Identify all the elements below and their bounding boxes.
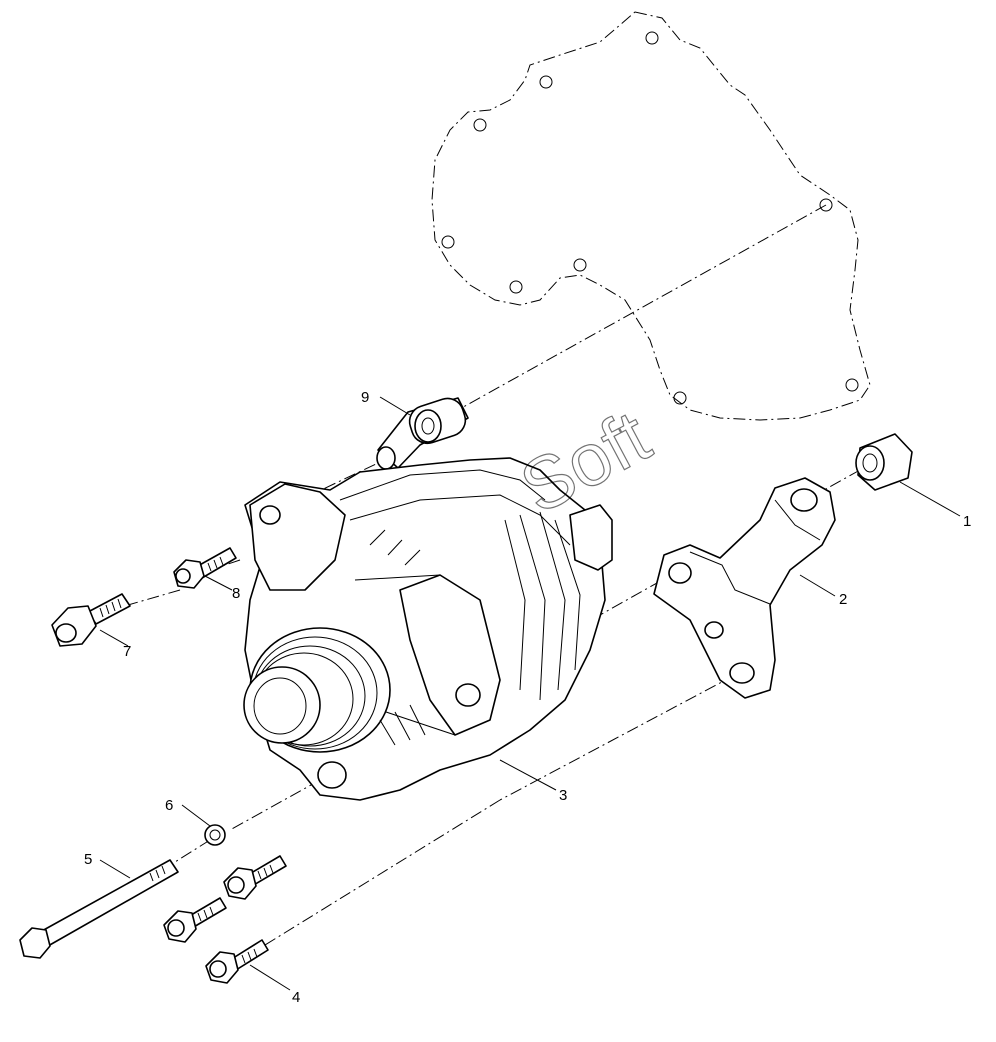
- callout-8: 8: [232, 585, 240, 602]
- callout-4: 4: [292, 989, 300, 1006]
- spacer-sleeve: [376, 397, 469, 470]
- mounting-bracket: [653, 477, 836, 699]
- callout-5: 5: [84, 851, 92, 868]
- callout-3: 3: [559, 787, 567, 804]
- assembly-lines: [127, 204, 861, 946]
- bolt-4: [163, 855, 287, 984]
- bolt-7: [51, 593, 131, 647]
- callout-9: 9: [361, 389, 369, 406]
- leader-lines: [99, 396, 961, 991]
- engine-housing-outline: [431, 11, 871, 421]
- long-bolt: [19, 859, 179, 959]
- callout-6: 6: [165, 797, 173, 814]
- washer: [204, 824, 226, 846]
- callout-2: 2: [839, 591, 847, 608]
- callout-7: 7: [123, 643, 131, 660]
- bushing: [855, 433, 913, 491]
- bolt-8: [173, 547, 237, 589]
- callout-1: 1: [963, 513, 971, 530]
- alternator: [243, 457, 613, 801]
